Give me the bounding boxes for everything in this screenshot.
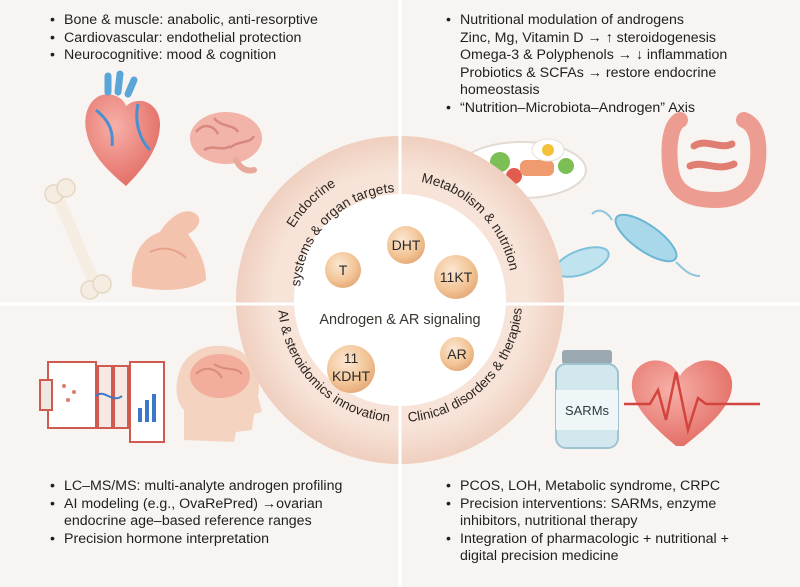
bullet-disorders: PCOS, LOH, Metabolic syndrome, CRPC [444, 478, 729, 496]
hormone-dht: DHT [387, 226, 425, 264]
bullet-bone-muscle: Bone & muscle: anabolic, anti-resorptive [48, 12, 318, 30]
bacteria-icon [547, 209, 701, 293]
bottom-left-text: LC–MS/MS: multi-analyte androgen profili… [48, 478, 342, 548]
bottom-right-text: PCOS, LOH, Metabolic syndrome, CRPC Prec… [444, 478, 729, 566]
sub-probiotics: Probiotics & SCFAs → restore endocrine [460, 64, 717, 81]
sarms-label: SARMs [565, 403, 610, 418]
svg-text:AR: AR [447, 346, 466, 362]
head-brain-icon [176, 345, 262, 442]
sub-omega3: Omega-3 & Polyphenols → ↓ inflammation [460, 47, 728, 63]
muscle-arm-icon [131, 211, 206, 290]
svg-text:KDHT: KDHT [332, 368, 371, 384]
heart-ecg-icon [624, 360, 760, 446]
bullet-integration: Integration of pharmacologic + nutrition… [444, 531, 729, 549]
svg-text:11: 11 [344, 350, 359, 366]
bullet-neurocognitive: Neurocognitive: mood & cognition [48, 47, 318, 65]
bullet-precision-interventions: Precision interventions: SARMs, enzyme [444, 496, 729, 514]
top-right-text: Nutritional modulation of androgens Zinc… [444, 12, 727, 117]
bullet-axis: “Nutrition–Microbiota–Androgen” Axis [444, 100, 727, 118]
center-title: Androgen & AR signaling [319, 312, 480, 328]
hormone-t: T [325, 252, 361, 288]
bullet-nutritional-modulation: Nutritional modulation of androgens [444, 12, 727, 30]
hormone-ar: AR [440, 337, 474, 371]
heart-icon [85, 70, 160, 186]
svg-text:DHT: DHT [392, 237, 421, 253]
hormone-11kdht: 11 KDHT [327, 345, 375, 393]
bullet-ai-modeling-cont: endocrine age–based reference ranges [64, 513, 312, 529]
bullet-integration-cont: digital precision medicine [460, 548, 619, 564]
bullet-precision-interventions-cont: inhibitors, nutritional therapy [460, 513, 638, 529]
bullet-precision-hormone: Precision hormone interpretation [48, 531, 342, 549]
sub-probiotics-cont: homeostasis [460, 82, 540, 98]
top-left-text: Bone & muscle: anabolic, anti-resorptive… [48, 12, 318, 65]
bullet-cardiovascular: Cardiovascular: endothelial protection [48, 30, 318, 48]
sarms-bottle-icon [555, 350, 619, 449]
intestine-icon [661, 112, 767, 209]
sub-zinc: Zinc, Mg, Vitamin D → ↑ steroidogenesis [460, 29, 716, 46]
hormone-11kt: 11KT [434, 255, 478, 299]
bullet-ai-modeling: AI modeling (e.g., OvaRePred) →ovarian [48, 496, 342, 514]
lcms-instrument-icon [39, 361, 165, 443]
svg-text:T: T [339, 262, 348, 278]
svg-text:11KT: 11KT [440, 269, 473, 285]
bone-icon [44, 178, 112, 300]
bullet-lcms: LC–MS/MS: multi-analyte androgen profili… [48, 478, 342, 496]
brain-icon [190, 112, 262, 174]
